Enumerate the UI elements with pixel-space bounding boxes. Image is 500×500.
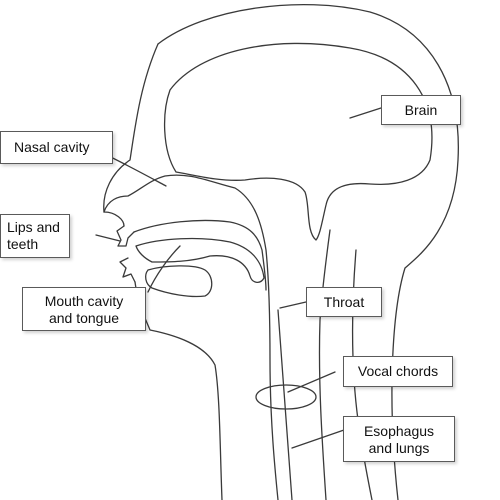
lower-teeth-outline <box>119 257 136 283</box>
mouth-cavity-label: Mouth cavity and tongue <box>22 287 146 331</box>
brain-leader <box>349 107 382 119</box>
upper-teeth-outline <box>116 225 135 247</box>
mouth-floor-outline <box>145 265 213 298</box>
vocal-leader <box>287 371 336 393</box>
esophagus-label: Esophagus and lungs <box>343 416 455 462</box>
esophagus-leader <box>291 429 345 449</box>
brain-label: Brain <box>381 95 461 125</box>
throat-leader <box>279 301 307 309</box>
throat-label: Throat <box>306 287 382 317</box>
palate-outline <box>133 219 267 291</box>
lips-leader <box>95 234 121 242</box>
face-front-outline <box>103 43 159 227</box>
nasal-cavity-outline <box>103 174 279 500</box>
nasal-cavity-label: Nasal cavity <box>0 131 113 164</box>
chin-outline <box>134 281 223 500</box>
vocal-chords-shape <box>255 384 317 410</box>
lips-teeth-label: Lips and teeth <box>0 214 70 258</box>
mouth-leader <box>147 245 181 293</box>
throat-inner-outline <box>318 229 331 500</box>
vocal-chords-label: Vocal chords <box>343 356 453 387</box>
throat-outline <box>277 309 293 500</box>
tongue-outline <box>135 237 265 283</box>
head-back-outline <box>157 3 459 500</box>
brain-outline <box>163 42 433 241</box>
